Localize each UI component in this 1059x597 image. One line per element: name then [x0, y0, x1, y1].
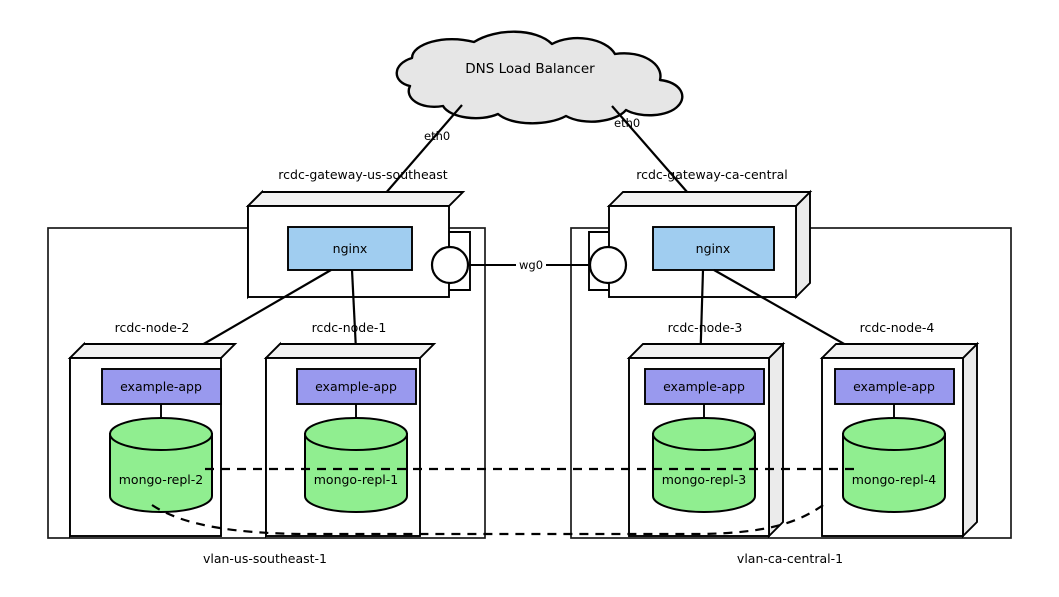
node-1-db-top — [304, 417, 408, 451]
gateway-ca-nginx-box[interactable] — [652, 226, 775, 271]
node-2-db-cylinder[interactable]: mongo-repl-2 — [109, 417, 213, 513]
node-3-label: rcdc-node-3 — [668, 320, 743, 335]
wg0-right-bracket-top — [588, 231, 609, 265]
node-4-db-label: mongo-repl-4 — [852, 472, 937, 487]
node-3-app-box[interactable] — [644, 368, 765, 405]
node-2-label: rcdc-node-2 — [115, 320, 190, 335]
node-1-db-cylinder[interactable]: mongo-repl-1 — [304, 417, 408, 513]
node-2-top-face — [67, 343, 238, 359]
vlan-ca-label: vlan-ca-central-1 — [737, 551, 843, 566]
wg0-right-bracket-bottom — [588, 265, 609, 291]
wg0-right-port-icon[interactable] — [588, 245, 628, 285]
node-4-side-face — [962, 341, 978, 539]
node-4-label: rcdc-node-4 — [860, 320, 935, 335]
gateway-us-southeast[interactable]: rcdc-gateway-us-southeast nginx — [245, 167, 466, 300]
cloud-shape-icon — [395, 30, 684, 125]
node-4-top-face — [819, 343, 980, 359]
gateway-us-top-face — [245, 191, 466, 207]
wireguard-tunnel-wg0: wg0 — [430, 231, 628, 291]
iface-label-eth0-right: eth0 — [614, 116, 640, 130]
wg0-label: wg0 — [519, 258, 543, 272]
node-4-db-cylinder[interactable]: mongo-repl-4 — [842, 417, 946, 513]
gateway-ca-label: rcdc-gateway-ca-central — [636, 167, 788, 182]
node-3-db-body — [652, 433, 756, 513]
node-rcdc-node-3[interactable]: rcdc-node-3 example-app mongo-repl-3 — [626, 320, 786, 539]
node-rcdc-node-4[interactable]: rcdc-node-4 example-app mongo-repl-4 — [819, 320, 980, 539]
node-1-app-label: example-app — [315, 379, 397, 394]
node-3-side-face — [768, 341, 784, 539]
gateway-us-label: rcdc-gateway-us-southeast — [278, 167, 448, 182]
gateway-ca-central[interactable]: rcdc-gateway-ca-central nginx — [606, 167, 813, 300]
cloud-label: DNS Load Balancer — [465, 61, 595, 77]
node-3-db-label: mongo-repl-3 — [662, 472, 747, 487]
wg0-left-bracket-bottom — [449, 265, 471, 291]
gateway-us-nginx-box[interactable] — [287, 226, 413, 271]
node-4-db-body — [842, 433, 946, 513]
node-4-db-top — [842, 417, 946, 451]
node-rcdc-node-2[interactable]: rcdc-node-2 example-app mongo-repl-2 — [67, 320, 238, 539]
repl-link-curved — [151, 502, 827, 536]
node-1-top-face — [263, 343, 437, 359]
node-2-db-body — [109, 433, 213, 513]
gateway-ca-nginx-label: nginx — [696, 241, 731, 256]
node-1-db-label: mongo-repl-1 — [314, 472, 399, 487]
node-1-db-body — [304, 433, 408, 513]
gateway-ca-side-face — [795, 189, 811, 300]
node-1-label: rcdc-node-1 — [312, 320, 387, 335]
node-4-app-box[interactable] — [834, 368, 955, 405]
node-3-db-top — [652, 417, 756, 451]
node-3-db-cylinder[interactable]: mongo-repl-3 — [652, 417, 756, 513]
gateway-us-nginx-label: nginx — [333, 241, 368, 256]
node-4-app-label: example-app — [853, 379, 935, 394]
node-2-db-top — [109, 417, 213, 451]
iface-label-eth0-left: eth0 — [424, 129, 450, 143]
vlan-us-label: vlan-us-southeast-1 — [203, 551, 327, 566]
node-3-app-label: example-app — [663, 379, 745, 394]
wg0-left-bracket-top — [449, 231, 471, 265]
wg0-left-port-icon[interactable] — [430, 245, 470, 285]
node-2-db-label: mongo-repl-2 — [119, 472, 204, 487]
node-2-app-label: example-app — [120, 379, 202, 394]
wg0-label-backdrop — [516, 256, 546, 273]
gateway-ca-top-face — [606, 191, 813, 207]
node-rcdc-node-1[interactable]: rcdc-node-1 example-app mongo-repl-1 — [263, 320, 437, 539]
node-3-top-face — [626, 343, 786, 359]
node-1-app-box[interactable] — [296, 368, 417, 405]
dns-load-balancer-cloud: DNS Load Balancer — [395, 30, 684, 125]
